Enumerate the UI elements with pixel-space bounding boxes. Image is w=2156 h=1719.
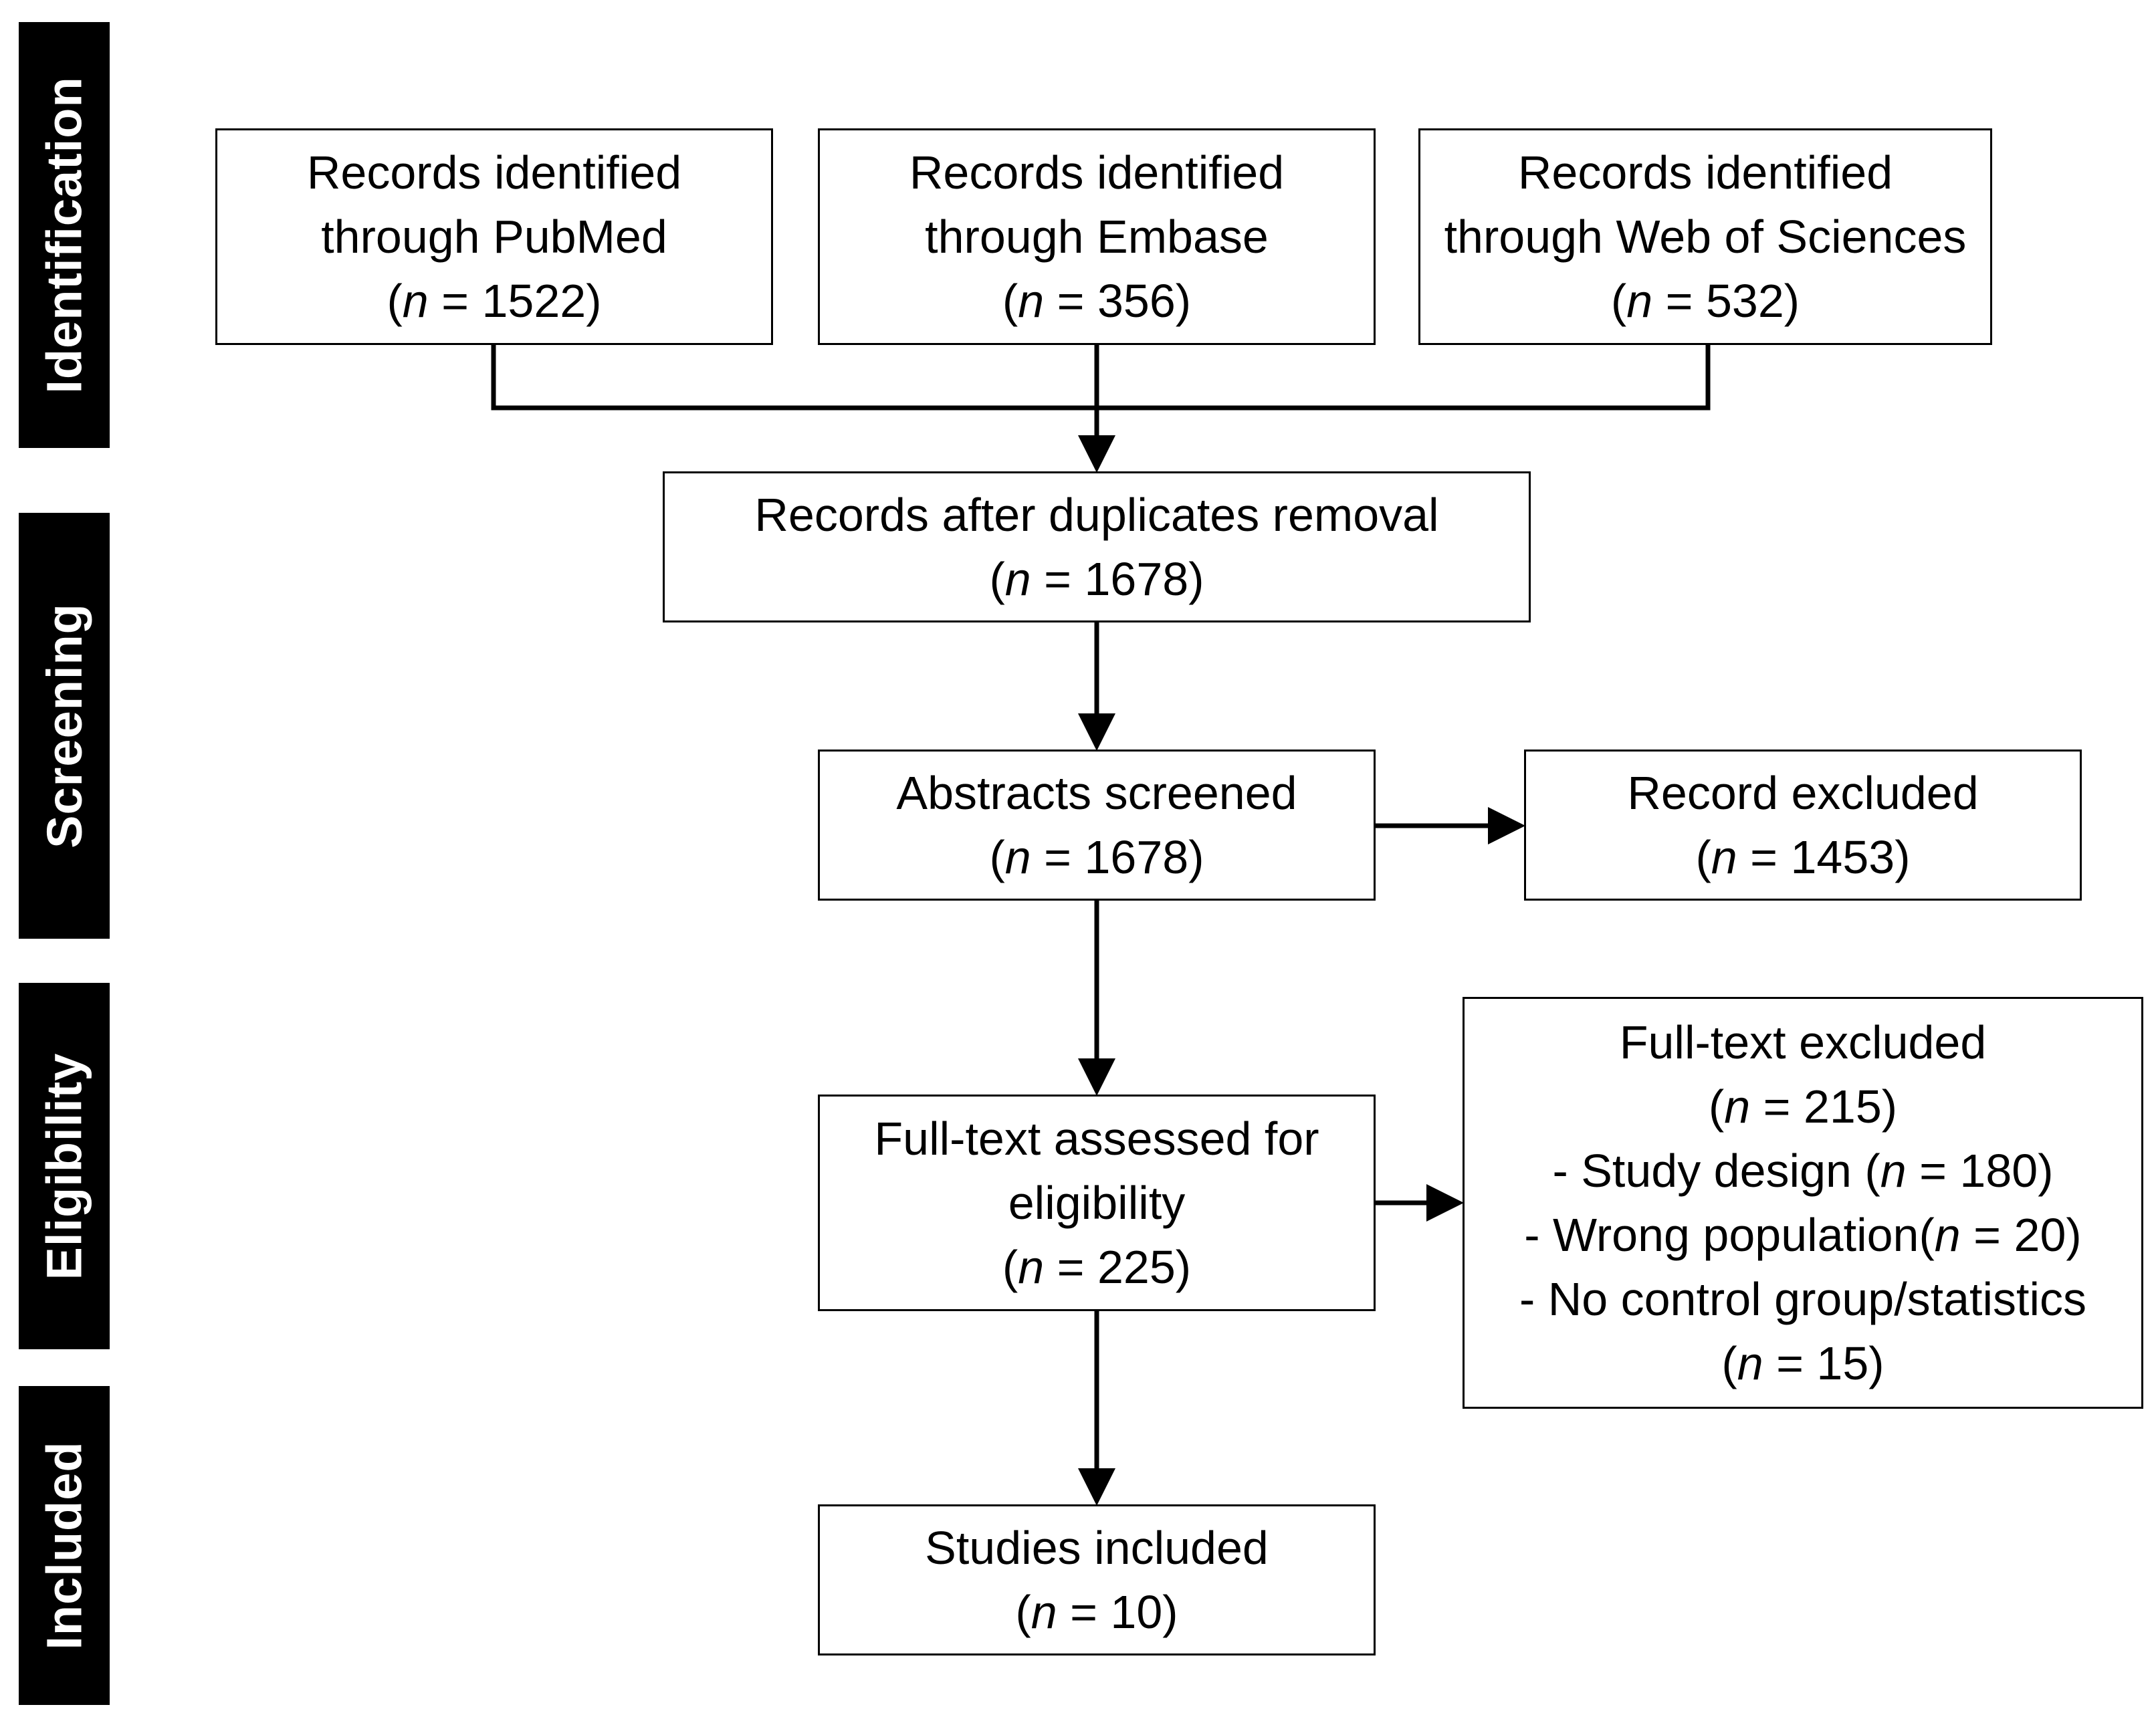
- box-line: through Web of Sciences: [1444, 211, 1967, 263]
- box-count: (n = 532): [1610, 275, 1800, 327]
- exclusion-reason: - Study design (n = 180): [1552, 1145, 2054, 1197]
- stage-included: Included: [19, 1386, 110, 1705]
- abstracts-screened-box: Abstracts screened (n = 1678): [818, 750, 1376, 901]
- exclusion-reason: - No control group/statistics: [1519, 1273, 2087, 1325]
- full-text-assessed-box: Full-text assessed for eligibility (n = …: [818, 1095, 1376, 1311]
- box-count: (n = 1678): [989, 553, 1204, 605]
- studies-included-box: Studies included (n = 10): [818, 1504, 1376, 1655]
- box-count: (n = 10): [1015, 1586, 1178, 1638]
- full-text-excluded-box: Full-text excluded (n = 215) - Study des…: [1463, 997, 2143, 1409]
- box-count: (n = 1678): [989, 831, 1204, 883]
- box-count: (n = 225): [1002, 1241, 1192, 1293]
- box-line: eligibility: [1008, 1177, 1186, 1229]
- box-line: Studies included: [925, 1522, 1269, 1574]
- box-count: (n = 15): [1721, 1337, 1884, 1389]
- record-excluded-box: Record excluded (n = 1453): [1524, 750, 2082, 901]
- box-line: Records identified: [306, 146, 682, 199]
- box-line: through Embase: [925, 211, 1269, 263]
- stage-eligibility: Eligibility: [19, 983, 110, 1349]
- box-line: Records identified: [909, 146, 1285, 199]
- box-line: Record excluded: [1627, 767, 1979, 819]
- box-line: Abstracts screened: [896, 767, 1297, 819]
- merge-connector: [491, 345, 1711, 411]
- box-count: (n = 215): [1708, 1080, 1898, 1133]
- box-count: (n = 356): [1002, 275, 1192, 327]
- duplicates-removed-box: Records after duplicates removal (n = 16…: [663, 471, 1531, 622]
- records-web-of-sciences-box: Records identified through Web of Scienc…: [1418, 128, 1992, 345]
- box-line: Records after duplicates removal: [754, 489, 1439, 541]
- exclusion-reason: - Wrong population(n = 20): [1524, 1209, 2082, 1261]
- box-count: (n = 1453): [1695, 831, 1911, 883]
- box-line: Full-text excluded: [1619, 1016, 1987, 1068]
- box-line: Full-text assessed for: [874, 1113, 1319, 1165]
- box-line: Records identified: [1517, 146, 1893, 199]
- stage-screening: Screening: [19, 513, 110, 939]
- box-line: through PubMed: [321, 211, 667, 263]
- records-pubmed-box: Records identified through PubMed (n = 1…: [215, 128, 773, 345]
- records-embase-box: Records identified through Embase (n = 3…: [818, 128, 1376, 345]
- box-count: (n = 1522): [387, 275, 602, 327]
- stage-identification: Identification: [19, 22, 110, 448]
